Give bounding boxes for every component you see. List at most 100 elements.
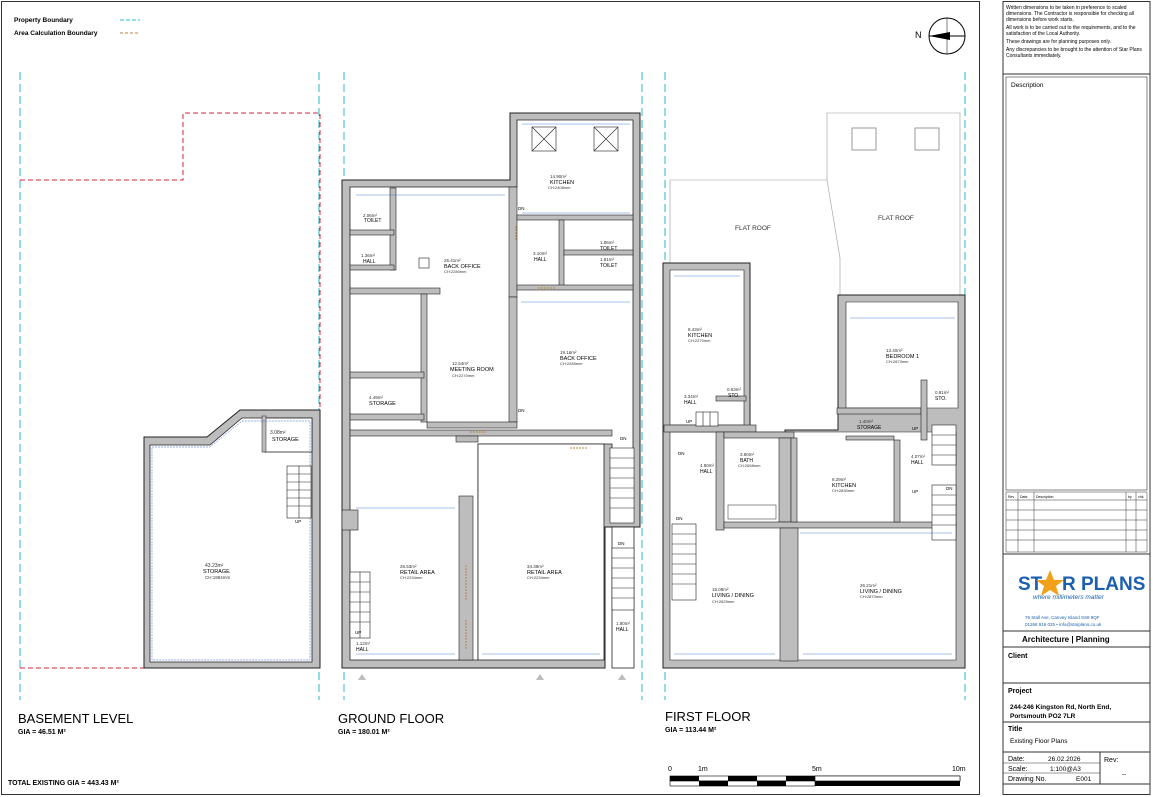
svg-text:Portsmouth PO2 7LR: Portsmouth PO2 7LR [1010,713,1076,720]
svg-text:DN: DN [678,451,685,456]
svg-text:DN: DN [620,436,627,441]
svg-text:3.80m²: 3.80m² [740,452,755,457]
svg-text:BATH: BATH [740,458,753,464]
svg-text:R PLANS: R PLANS [1062,574,1145,595]
svg-text:5m: 5m [812,766,822,773]
svg-text:BACK OFFICE: BACK OFFICE [444,264,481,270]
ground-stairs [349,447,635,639]
svg-text:HALL: HALL [534,257,547,263]
svg-text:STORAGE: STORAGE [857,425,882,431]
svg-text:CH:2270mm: CH:2270mm [452,373,475,378]
ground-title: GROUND FLOOR [338,711,444,726]
svg-text:CH:2270mm: CH:2270mm [688,338,711,343]
svg-text:CH:2408mm: CH:2408mm [548,185,571,190]
svg-text:CH:2870mm: CH:2870mm [860,594,883,599]
svg-text:BEDROOM 1: BEDROOM 1 [886,354,919,360]
svg-text:Date:: Date: [1008,756,1025,763]
svg-text:HALL: HALL [700,469,713,475]
svg-text:STORAGE: STORAGE [272,437,299,443]
legend-area-boundary-label: Area Calculation Boundary [14,30,98,37]
title-block-notes: Written dimensions to be taken in prefer… [1006,5,1142,59]
svg-text:STO.: STO. [935,396,947,402]
svg-text:Drawing No.: Drawing No. [1008,776,1047,783]
first-plan: FLAT ROOF FLAT ROOF [662,112,966,669]
svg-text:25.41m²: 25.41m² [444,258,461,263]
svg-text:Description: Description [1036,495,1054,499]
first-gia: GIA = 113.44 M² [665,727,717,734]
svg-text:1.40m²: 1.40m² [859,419,874,424]
svg-text:TOILET: TOILET [600,263,617,269]
svg-text:10m: 10m [952,766,966,773]
svg-text:TOILET: TOILET [364,218,381,224]
svg-text:ST: ST [1018,574,1043,595]
svg-text:CH:2825mm: CH:2825mm [712,599,735,604]
svg-text:LIVING / DINING: LIVING / DINING [860,589,902,595]
basement-stair-up: UP [295,519,301,524]
svg-text:8.43m²: 8.43m² [688,327,703,332]
svg-text:Architecture | Planning: Architecture | Planning [1022,635,1110,644]
first-title: FIRST FLOOR [665,709,751,724]
svg-text:HALL: HALL [356,647,369,653]
svg-text:4.49m²: 4.49m² [369,395,384,400]
svg-text:1.86m²: 1.86m² [600,240,615,245]
svg-text:DN: DN [518,408,525,413]
logo-star-icon [1036,570,1064,596]
legend-property-boundary-label: Property Boundary [14,17,73,24]
svg-text:Client: Client [1008,653,1028,660]
svg-text:HALL: HALL [684,400,697,406]
svg-text:STORAGE: STORAGE [203,569,230,575]
flat-roof-right-label: FLAT ROOF [878,215,914,222]
compass-letter: N [915,30,922,40]
basement-stair [286,465,312,519]
svg-text:where millimeters matter: where millimeters matter [1033,594,1105,601]
svg-text:TOILET: TOILET [600,246,617,252]
svg-text:1.81m²: 1.81m² [600,257,615,262]
svg-text:UP: UP [912,489,918,494]
svg-text:1:100@A3: 1:100@A3 [1050,766,1081,773]
svg-text:CH:2658mm: CH:2658mm [738,463,761,468]
svg-text:13.40m²: 13.40m² [886,348,903,353]
svg-text:26.02.2026: 26.02.2026 [1048,756,1081,763]
svg-text:43.23m²: 43.23m² [205,563,224,569]
svg-text:CH:2280mm: CH:2280mm [444,269,467,274]
svg-text:CH:2234mm: CH:2234mm [400,575,423,580]
svg-text:E001: E001 [1076,776,1092,783]
svg-text:3.08m²: 3.08m² [270,430,286,436]
svg-text:1.80m²: 1.80m² [616,621,631,626]
svg-text:8.29m²: 8.29m² [832,477,847,482]
svg-text:4.80m²: 4.80m² [700,463,715,468]
svg-text:0.63m²: 0.63m² [727,387,742,392]
svg-text:1m: 1m [698,766,708,773]
svg-text:Rev: Rev [1008,495,1014,499]
title-block: Description Rev Date Description by chk … [1002,1,1151,795]
description-label: Description [1011,82,1044,89]
svg-text:CH:1984mm: CH:1984mm [205,575,231,580]
first-stairs [671,411,957,601]
legend: Property Boundary Area Calculation Bound… [14,17,140,37]
svg-text:Project: Project [1008,688,1032,695]
svg-text:Date: Date [1020,495,1027,499]
svg-text:UP: UP [355,630,361,635]
svg-text:15.09m²: 15.09m² [712,587,729,592]
svg-text:HALL: HALL [911,460,924,466]
svg-text:3.34m²: 3.34m² [684,394,699,399]
svg-text:14.90m²: 14.90m² [550,174,567,179]
svg-text:RETAIL AREA: RETAIL AREA [527,570,562,576]
svg-text:RETAIL AREA: RETAIL AREA [400,570,435,576]
svg-text:BACK OFFICE: BACK OFFICE [560,356,597,362]
svg-text:CH:2830mm: CH:2830mm [832,488,855,493]
svg-text:HALL: HALL [616,627,629,633]
svg-text:1.36m²: 1.36m² [361,253,376,258]
svg-text:76 Stall Ave, Canvey Island SS: 76 Stall Ave, Canvey Island SS8 9QF [1025,615,1100,620]
svg-text:Existing Floor Plans: Existing Floor Plans [1010,738,1068,745]
scale-bar: 0 1m 5m 10m [668,766,966,787]
ground-gia: GIA = 180.01 M² [338,729,390,736]
basement-title: BASEMENT LEVEL [18,711,133,726]
svg-text:DN: DN [676,516,683,521]
svg-text:26.21m²: 26.21m² [860,583,877,588]
flat-roof-left-label: FLAT ROOF [735,225,771,232]
svg-text:KITCHEN: KITCHEN [832,483,856,489]
basement-red-boundary [20,112,321,668]
svg-text:CH:2873mm: CH:2873mm [886,359,909,364]
